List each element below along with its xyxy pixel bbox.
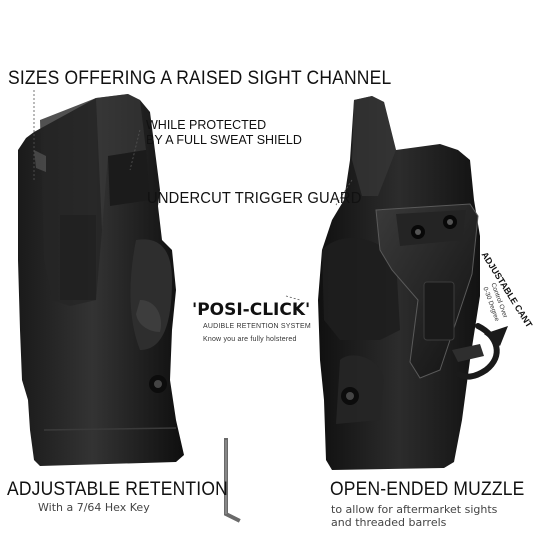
muzzle-title: OPEN-ENDED MUZZLE xyxy=(330,479,525,500)
sweat-shield-line-2: BY A FULL SWEAT SHIELD xyxy=(146,133,302,147)
trigger-guard-label: UNDERCUT TRIGGER GUARD xyxy=(147,190,362,207)
sweat-shield-line-1: WHILE PROTECTED xyxy=(146,118,267,132)
left-holster xyxy=(18,94,184,466)
right-holster xyxy=(318,96,484,470)
muzzle-sub-line-2: and threaded barrels xyxy=(331,516,447,529)
retention-title: ADJUSTABLE RETENTION xyxy=(7,479,228,500)
posi-click-sub: AUDIBLE RETENTION SYSTEM xyxy=(203,323,311,330)
muzzle-sub-line-1: to allow for aftermarket sights xyxy=(331,503,498,516)
posi-click-note: Know you are fully holstered xyxy=(203,336,297,343)
headline: SIZES OFFERING A RAISED SIGHT CHANNEL xyxy=(8,68,392,89)
retention-sub: With a 7/64 Hex Key xyxy=(38,501,150,514)
posi-click-label: 'POSI-CLICK' xyxy=(192,300,311,320)
callout-lines xyxy=(33,90,353,301)
hex-key-icon xyxy=(224,438,241,523)
curved-arrow-icon xyxy=(455,323,508,380)
